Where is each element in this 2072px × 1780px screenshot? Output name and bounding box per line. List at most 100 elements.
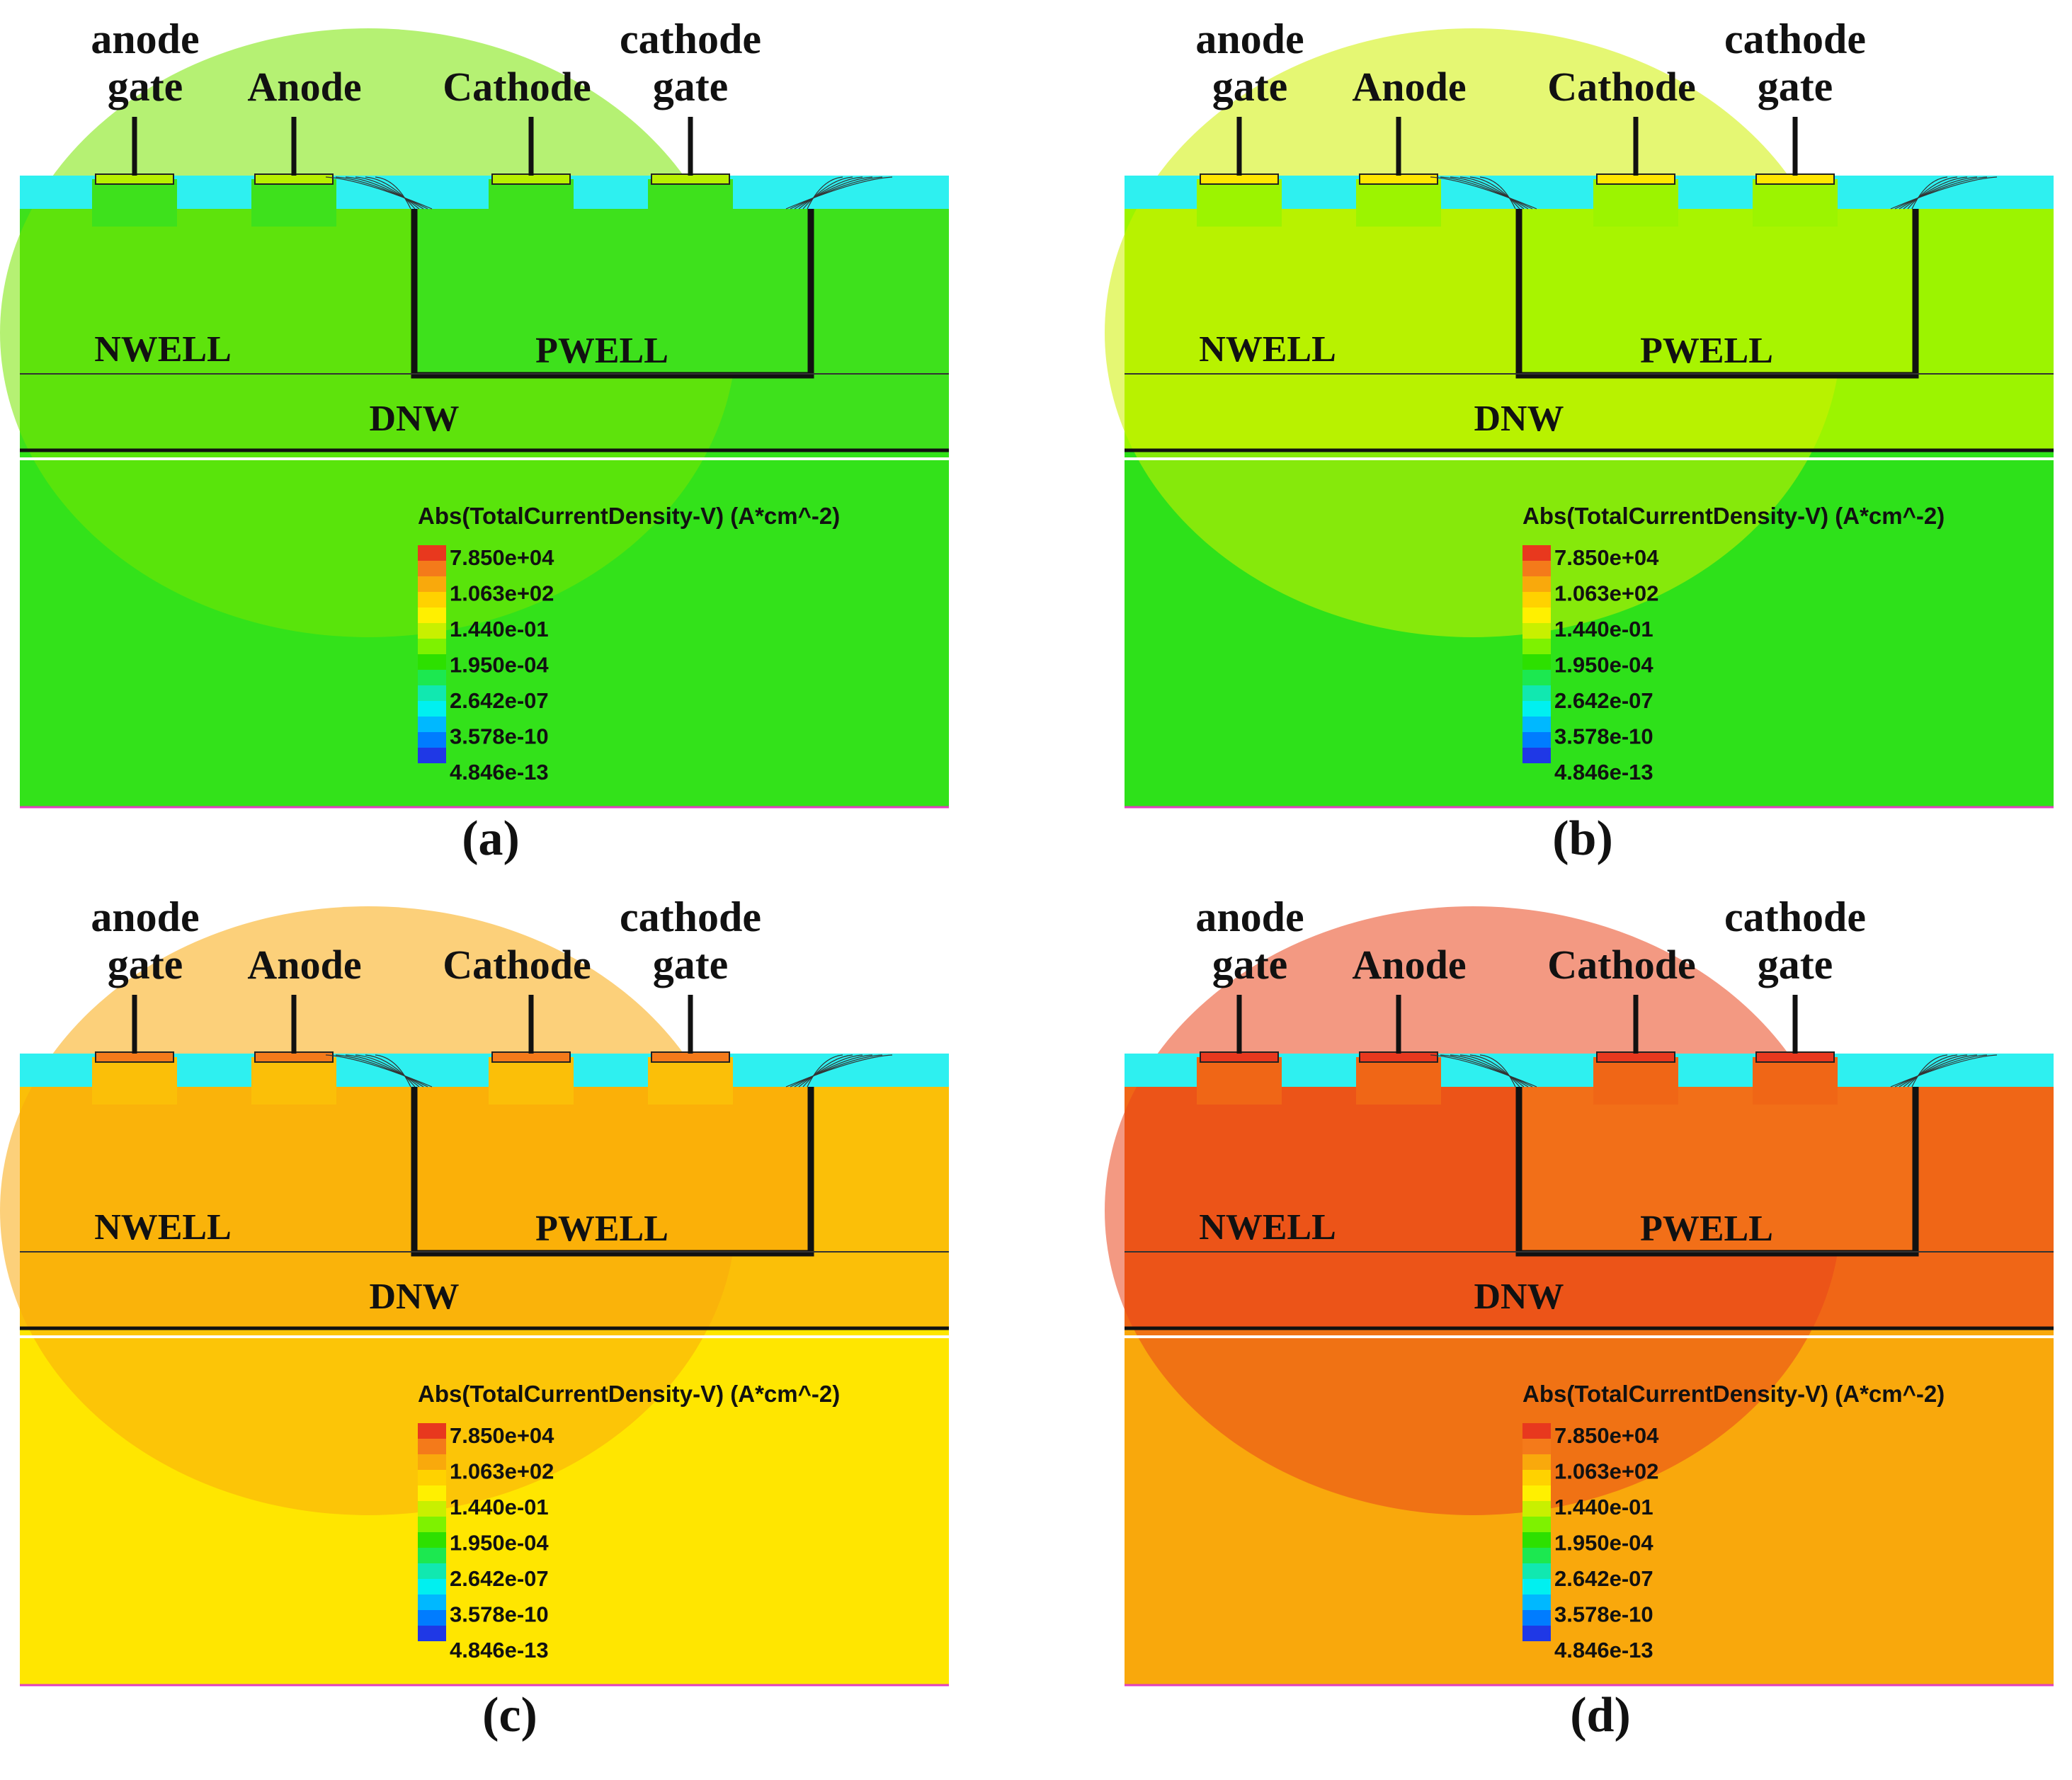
diffusion-3 (648, 179, 733, 227)
legend-swatch (1522, 1470, 1551, 1485)
legend-title: Abs(TotalCurrentDensity-V) (A*cm^-2) (1522, 503, 1945, 529)
label-pwell: PWELL (1640, 331, 1773, 371)
diffusion-3 (1753, 179, 1838, 227)
legend-swatch (1522, 1579, 1551, 1594)
legend-swatch (418, 717, 446, 732)
contact-1 (1359, 1051, 1438, 1063)
legend-swatch (1522, 1532, 1551, 1548)
contact-2 (1596, 1051, 1675, 1063)
label-cathode-gate-line2: gate (1758, 63, 1833, 110)
contact-2 (491, 173, 571, 185)
legend-swatch (418, 1563, 446, 1579)
legend-swatch (418, 1454, 446, 1470)
legend-swatch (418, 1532, 446, 1548)
legend-swatch (1522, 701, 1551, 717)
label-nwell: NWELL (1199, 1207, 1336, 1248)
contact-1 (254, 173, 334, 185)
legend-swatch (418, 685, 446, 701)
legend-swatch (418, 1610, 446, 1626)
legend-title: Abs(TotalCurrentDensity-V) (A*cm^-2) (1522, 1381, 1945, 1407)
label-cathode: Cathode (443, 64, 591, 110)
legend-swatch (1522, 1626, 1551, 1641)
legend-swatch (1522, 592, 1551, 607)
label-cathode: Cathode (443, 942, 591, 988)
legend-swatch (1522, 1485, 1551, 1501)
label-cathode: Cathode (1547, 64, 1695, 110)
contact-3 (1755, 1051, 1835, 1063)
pwell-boundary (1515, 1083, 1919, 1257)
pwell-region (414, 209, 811, 375)
legend-swatch (1522, 685, 1551, 701)
label-anode-gate-line1: anode (1195, 16, 1304, 62)
label-dnw: DNW (1474, 1277, 1564, 1317)
legend-swatch (1522, 561, 1551, 576)
label-anode-gate-line2: gate (108, 63, 183, 110)
legend-swatch (1522, 748, 1551, 763)
pwell-region (414, 1087, 811, 1253)
label-nwell: NWELL (1199, 329, 1336, 370)
legend-title: Abs(TotalCurrentDensity-V) (A*cm^-2) (418, 503, 840, 529)
diffusion-1 (251, 1057, 336, 1105)
legend-value: 1.063e+02 (1554, 1459, 1658, 1484)
label-cathode-gate-line1: cathode (620, 894, 761, 940)
legend-swatch (418, 1579, 446, 1594)
label-dnw: DNW (1474, 399, 1564, 439)
diffusion-3 (648, 1057, 733, 1105)
label-anode-gate-line1: anode (1195, 894, 1304, 940)
label-nwell: NWELL (94, 329, 232, 370)
legend-value: 1.950e-04 (1554, 653, 1653, 678)
legend-value: 4.846e-13 (450, 1638, 549, 1662)
legend-value: 3.578e-10 (1554, 724, 1653, 749)
legend-value: 7.850e+04 (1554, 1423, 1659, 1448)
label-dnw: DNW (369, 399, 459, 439)
legend-value: 1.440e-01 (1554, 617, 1653, 641)
legend-swatch (418, 1594, 446, 1610)
label-cathode-gate-line2: gate (653, 941, 729, 988)
label-anode: Anode (1352, 942, 1466, 988)
legend-swatch (418, 732, 446, 748)
legend-swatch (1522, 1501, 1551, 1517)
legend-swatch (1522, 1594, 1551, 1610)
label-cathode-gate-line1: cathode (1724, 894, 1866, 940)
diffusion-1 (251, 179, 336, 227)
diffusion-0 (92, 179, 177, 227)
pwell-boundary (411, 205, 814, 379)
legend-value: 1.950e-04 (450, 1531, 549, 1556)
legend-title: Abs(TotalCurrentDensity-V) (A*cm^-2) (418, 1381, 840, 1407)
legend-swatch (418, 1439, 446, 1454)
diffusion-3 (1753, 1057, 1838, 1105)
legend-value: 3.578e-10 (1554, 1602, 1653, 1627)
legend-value: 3.578e-10 (450, 1602, 549, 1627)
legend-value: 1.440e-01 (450, 617, 549, 641)
label-anode: Anode (247, 942, 361, 988)
label-cathode-gate-line1: cathode (1724, 16, 1866, 62)
legend-swatch (418, 670, 446, 685)
contact-3 (651, 173, 730, 185)
caption-c: (c) (482, 1688, 537, 1742)
caption-d: (d) (1570, 1688, 1631, 1742)
legend-value: 7.850e+04 (450, 1423, 554, 1448)
label-pwell: PWELL (535, 331, 668, 371)
legend-swatch (418, 1517, 446, 1532)
legend-swatch (418, 748, 446, 763)
label-pwell: PWELL (1640, 1209, 1773, 1249)
label-cathode: Cathode (1547, 942, 1695, 988)
legend-swatch (418, 545, 446, 561)
diffusion-1 (1356, 179, 1441, 227)
legend-swatch (1522, 1563, 1551, 1579)
legend-swatch (418, 607, 446, 623)
label-anode-gate-line1: anode (91, 894, 199, 940)
legend-value: 1.063e+02 (450, 581, 554, 606)
contact-2 (1596, 173, 1675, 185)
legend-value: 1.063e+02 (450, 1459, 554, 1484)
label-anode-gate-line2: gate (108, 941, 183, 988)
diffusion-2 (489, 179, 574, 227)
legend-swatch (1522, 1610, 1551, 1626)
legend-swatch (418, 654, 446, 670)
legend-swatch (418, 1470, 446, 1485)
